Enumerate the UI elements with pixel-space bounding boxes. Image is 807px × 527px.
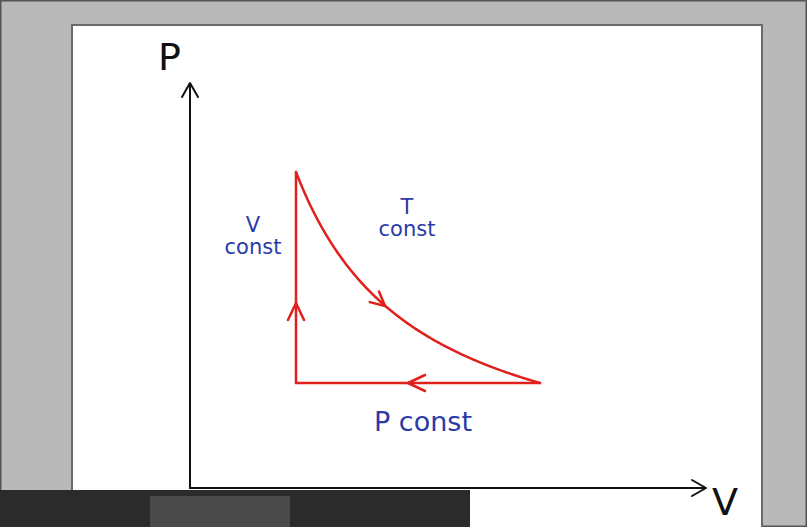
cycle-arrowhead: [408, 375, 425, 391]
process-label: V const: [220, 214, 286, 258]
volume-axis: [190, 487, 705, 489]
cycle-arrowhead: [370, 292, 385, 307]
pressure-axis: [189, 84, 191, 488]
axis-arrowhead: [692, 480, 706, 496]
isobaric-line: [296, 382, 540, 385]
camera-strip: [0, 490, 470, 527]
process-label: P const: [374, 408, 472, 436]
isochoric-line: [295, 172, 298, 383]
process-label: T const: [374, 196, 440, 240]
axis-label: V: [712, 483, 738, 523]
camera-strip: [150, 496, 290, 527]
cycle-arrowhead: [288, 303, 304, 320]
axis-label: P: [158, 38, 181, 78]
isotherm-curve: [296, 172, 540, 383]
axis-arrowhead: [182, 83, 198, 97]
whiteboard: [72, 25, 762, 527]
